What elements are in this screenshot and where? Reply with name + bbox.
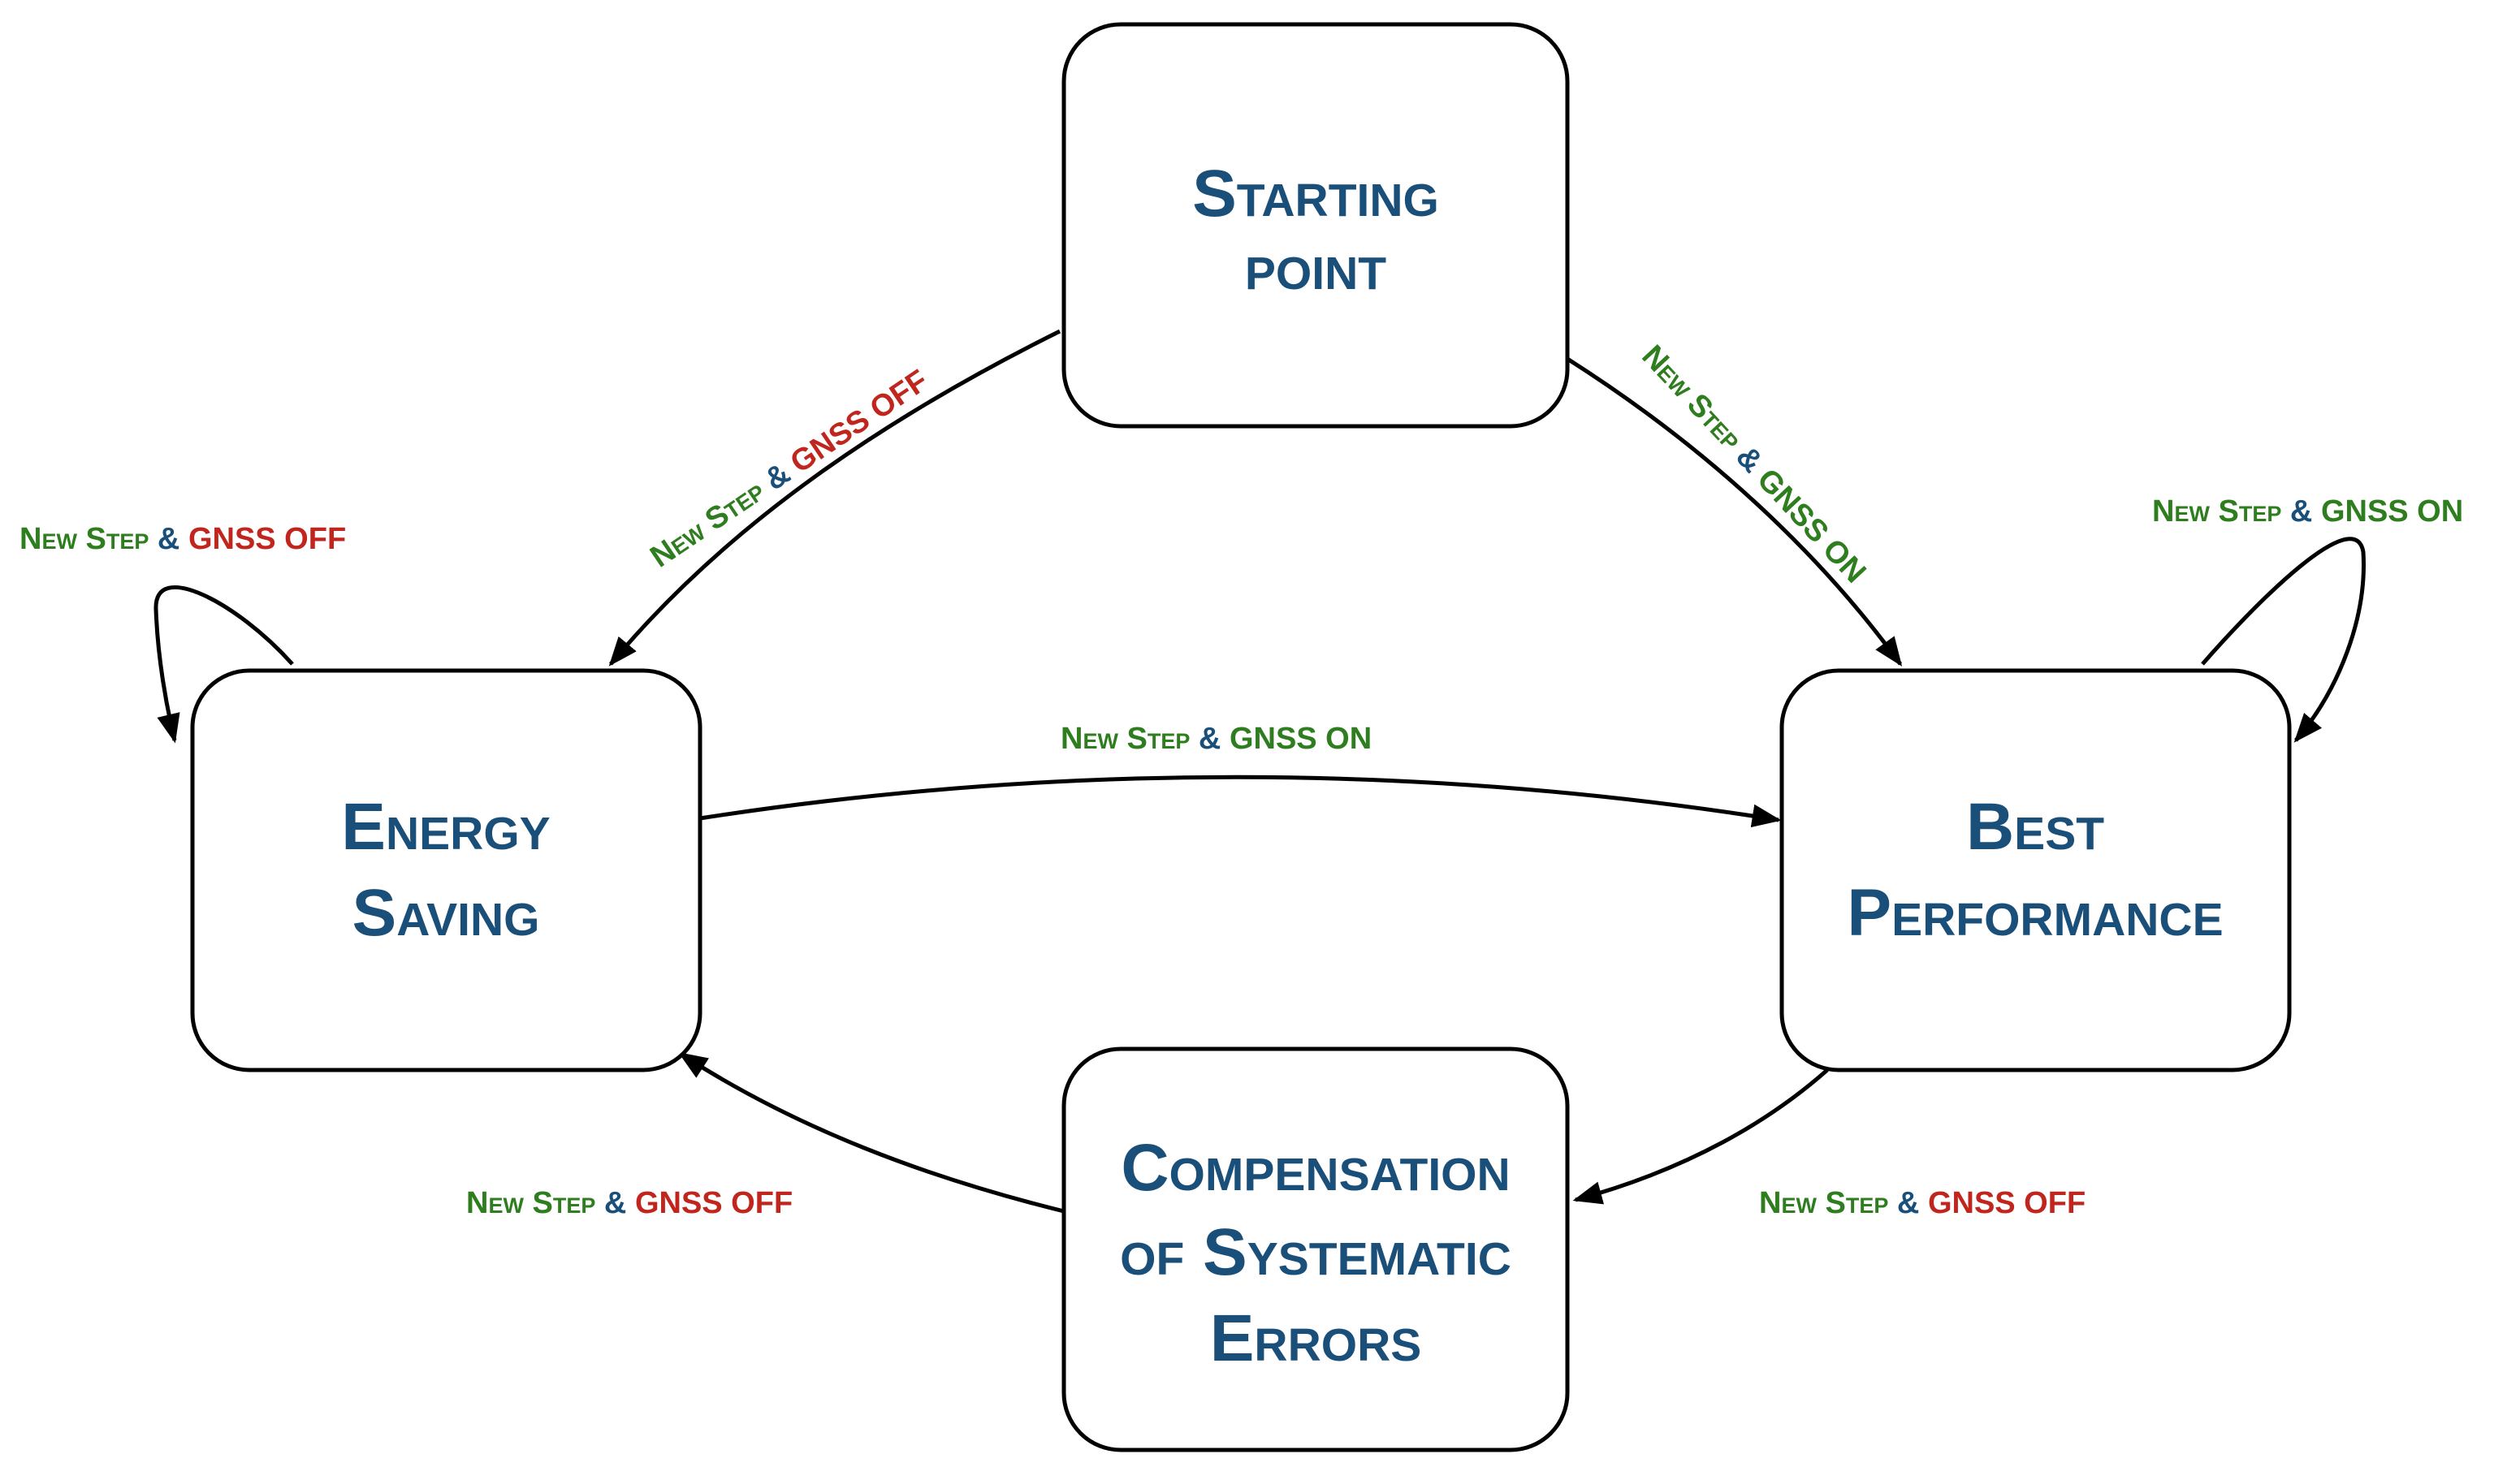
edge-best-to-comp	[1572, 1068, 1829, 1205]
edge-energy-to-best	[699, 774, 1782, 828]
edge-comp-to-energy	[677, 1051, 1065, 1214]
state-energy-saving: Energy Saving	[190, 668, 702, 1072]
state-starting-line1: Starting	[1192, 157, 1439, 231]
label-start-to-energy: New Step & GNSS OFF	[645, 364, 935, 575]
state-energy-line2: Saving	[352, 876, 540, 950]
state-comp-line3: Errors	[1210, 1301, 1422, 1375]
state-comp-line1: Compensation	[1121, 1131, 1510, 1205]
state-comp-line2: of Systematic	[1120, 1215, 1511, 1289]
state-starting-line2: point	[1245, 230, 1386, 304]
label-energy-to-best: New Step & GNSS ON	[1061, 722, 1372, 756]
label-start-to-best: New Step & GNSS ON	[1635, 339, 1872, 589]
edge-best-self-loop	[2201, 537, 2366, 743]
state-best-performance: Best Performance	[1779, 668, 2292, 1072]
state-compensation: Compensation of Systematic Errors	[1061, 1046, 1570, 1452]
state-best-line2: Performance	[1847, 876, 2223, 950]
edge-energy-self-loop	[153, 585, 294, 744]
label-best-self: New Step & GNSS ON	[2152, 494, 2463, 529]
label-comp-to-energy: New Step & GNSS OFF	[466, 1186, 793, 1220]
state-starting-point: Starting point	[1061, 22, 1570, 429]
label-energy-self: New Step & GNSS OFF	[19, 522, 346, 556]
label-best-to-comp: New Step & GNSS OFF	[1759, 1186, 2086, 1220]
state-energy-line1: Energy	[341, 790, 550, 864]
edge-start-to-best	[1566, 356, 1903, 667]
edge-start-to-energy	[608, 329, 1061, 667]
state-best-line1: Best	[1966, 790, 2104, 864]
